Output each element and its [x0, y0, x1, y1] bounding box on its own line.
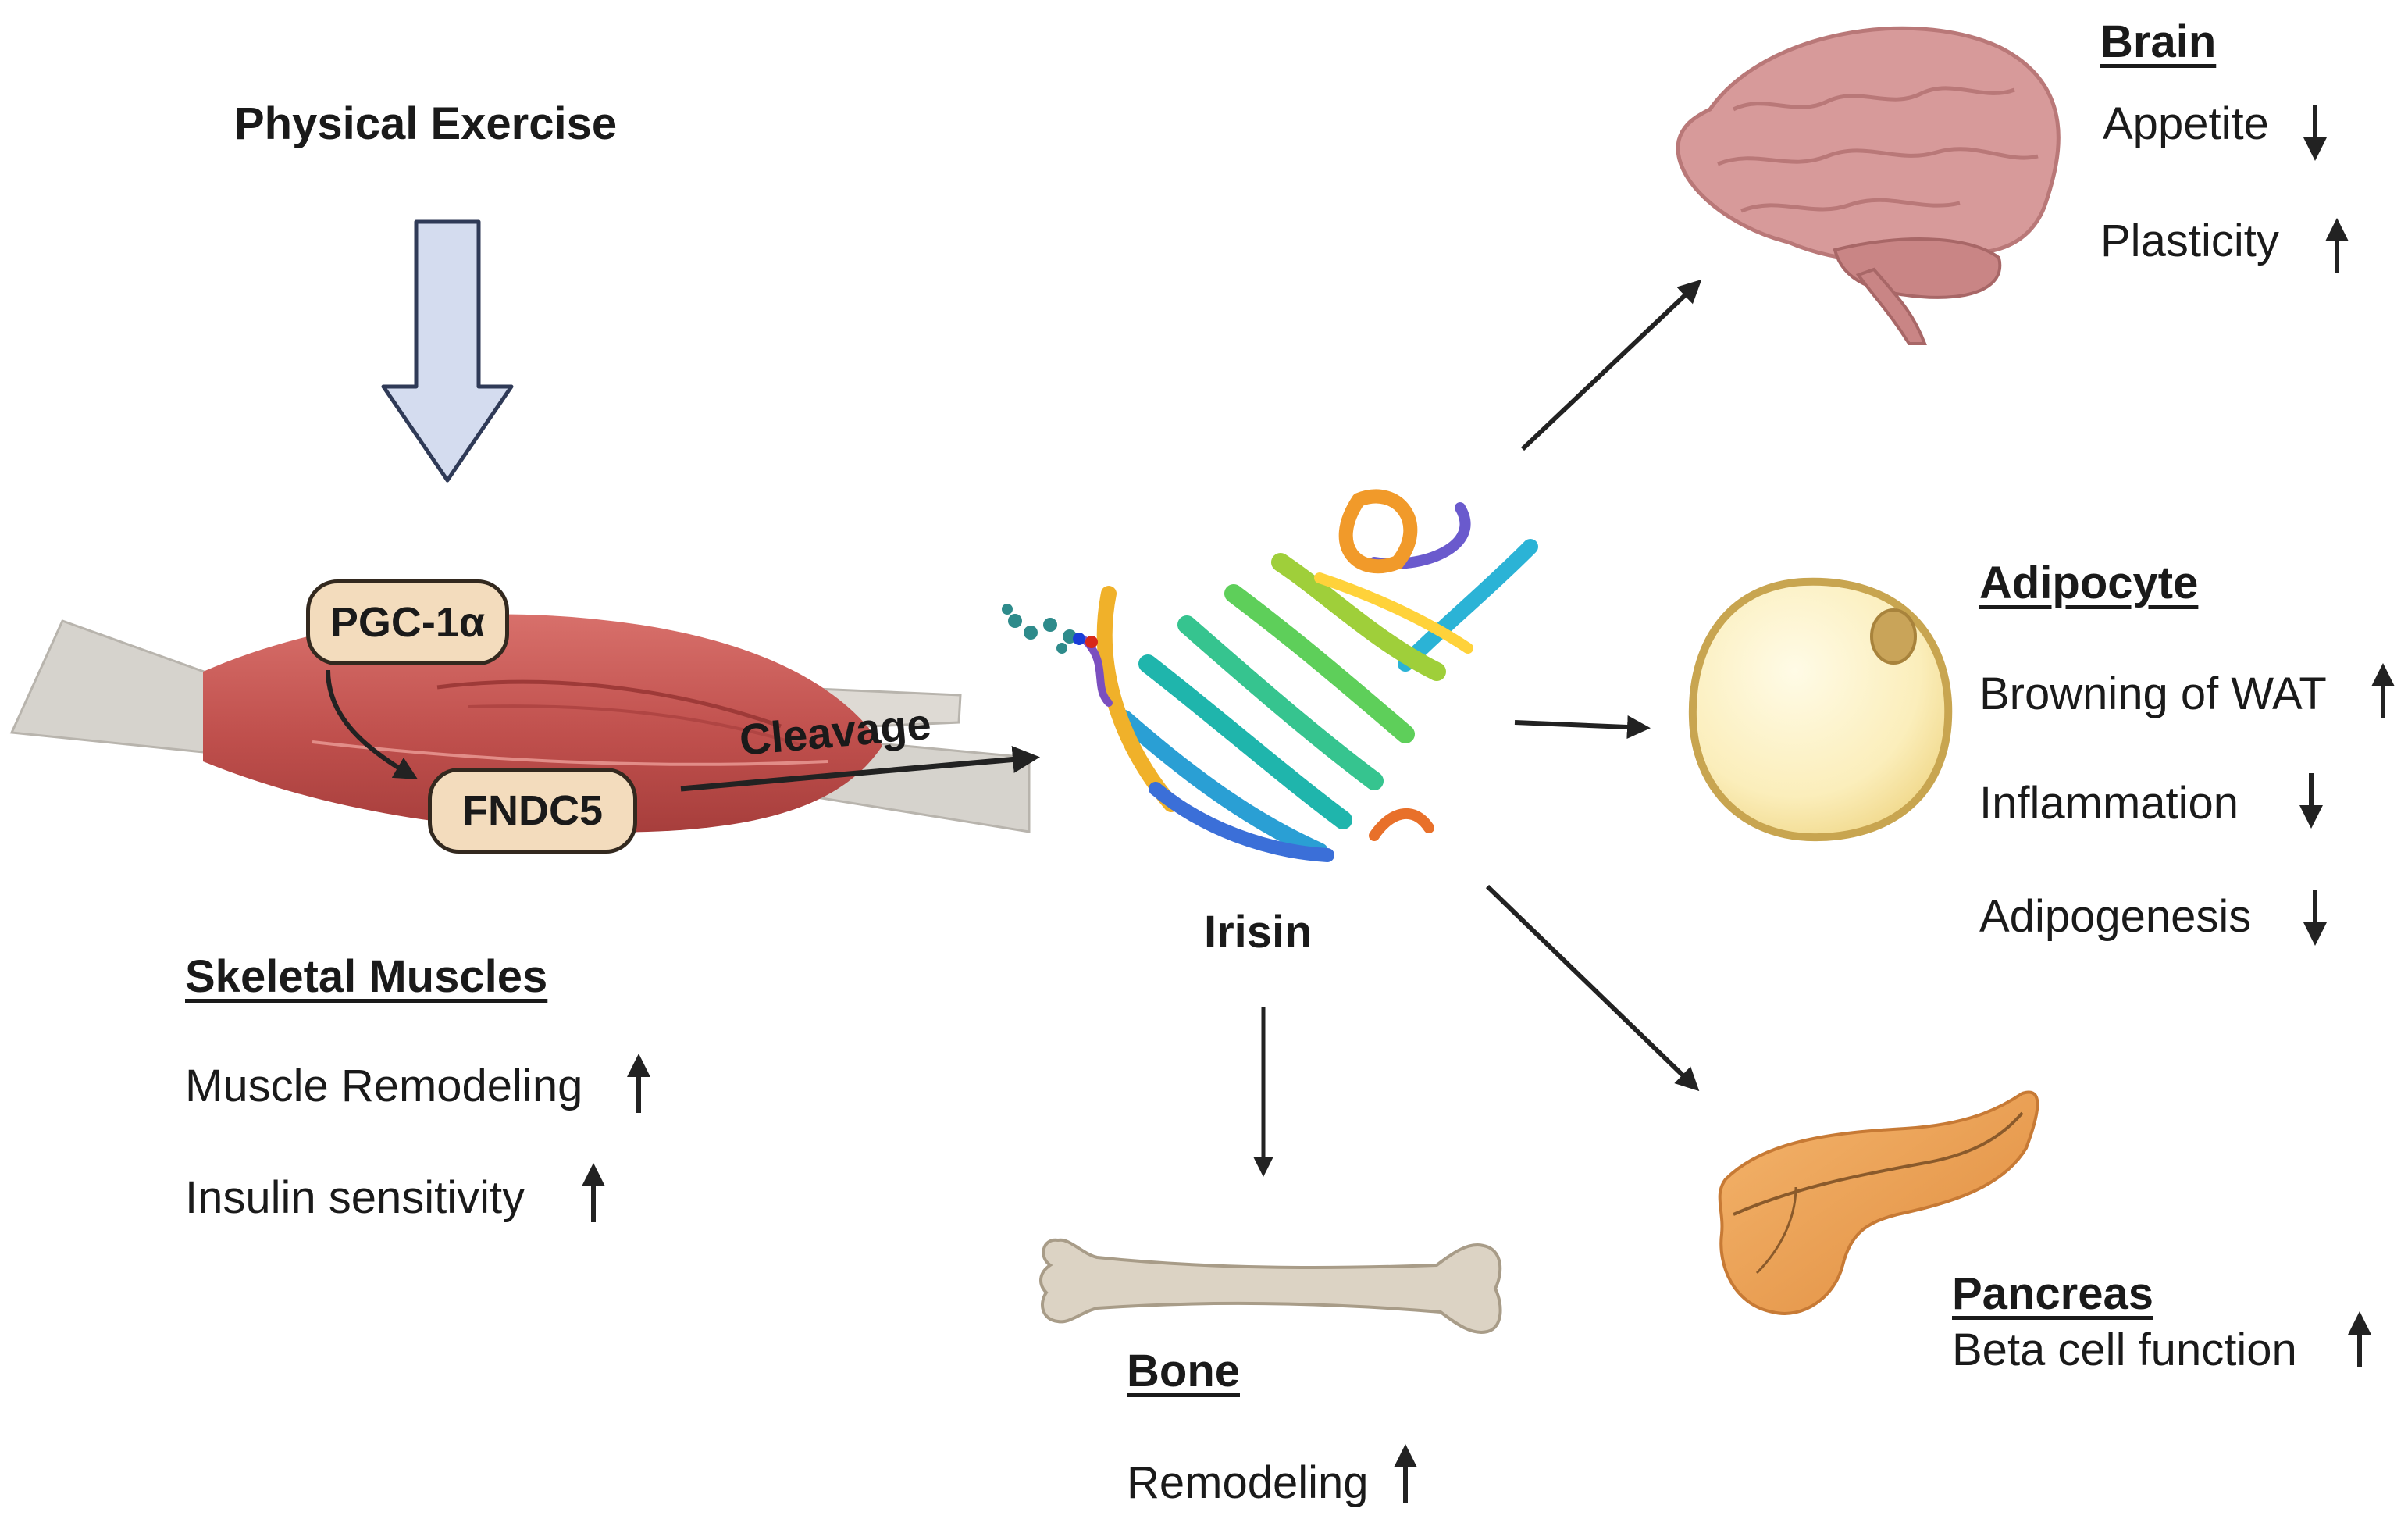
bone-heading: Bone: [1127, 1346, 1240, 1396]
skeletal-muscles-heading: Skeletal Muscles: [185, 951, 548, 1002]
physical-exercise-label: Physical Exercise: [234, 98, 618, 149]
pancreas-illustration: [1718, 1090, 2039, 1315]
pancreas-heading: Pancreas: [1952, 1268, 2153, 1319]
muscle-remodeling-label: Muscle Remodeling: [185, 1061, 583, 1111]
bone-illustration: [1039, 1238, 1502, 1334]
irisin-label: Irisin: [1204, 907, 1313, 957]
adipocyte-heading: Adipocyte: [1979, 558, 2199, 608]
pgc-1a-node: PGC-1α: [306, 579, 509, 665]
beta-cell-function-label: Beta cell function: [1952, 1325, 2297, 1375]
browning-of-wat-label: Browning of WAT: [1979, 669, 2327, 719]
plasticity-label: Plasticity: [2100, 216, 2279, 266]
adipocyte-illustration: [1688, 577, 1953, 842]
insulin-sensitivity-label: Insulin sensitivity: [185, 1172, 525, 1223]
pgc-1a-label: PGC-1α: [329, 599, 486, 646]
effect-indicator-arrows: [582, 105, 2395, 1503]
adipogenesis-label: Adipogenesis: [1979, 891, 2252, 942]
fndc5-node: FNDC5: [428, 768, 637, 854]
exercise-down-arrow: [381, 219, 514, 483]
fndc5-label: FNDC5: [461, 787, 603, 834]
brain-illustration: [1676, 26, 2061, 345]
brain-heading: Brain: [2100, 16, 2217, 67]
appetite-label: Appetite: [2103, 98, 2269, 149]
inflammation-label: Inflammation: [1979, 778, 2239, 829]
bone-remodeling-label: Remodeling: [1127, 1457, 1369, 1508]
irisin-protein-structure: [1002, 489, 1538, 862]
